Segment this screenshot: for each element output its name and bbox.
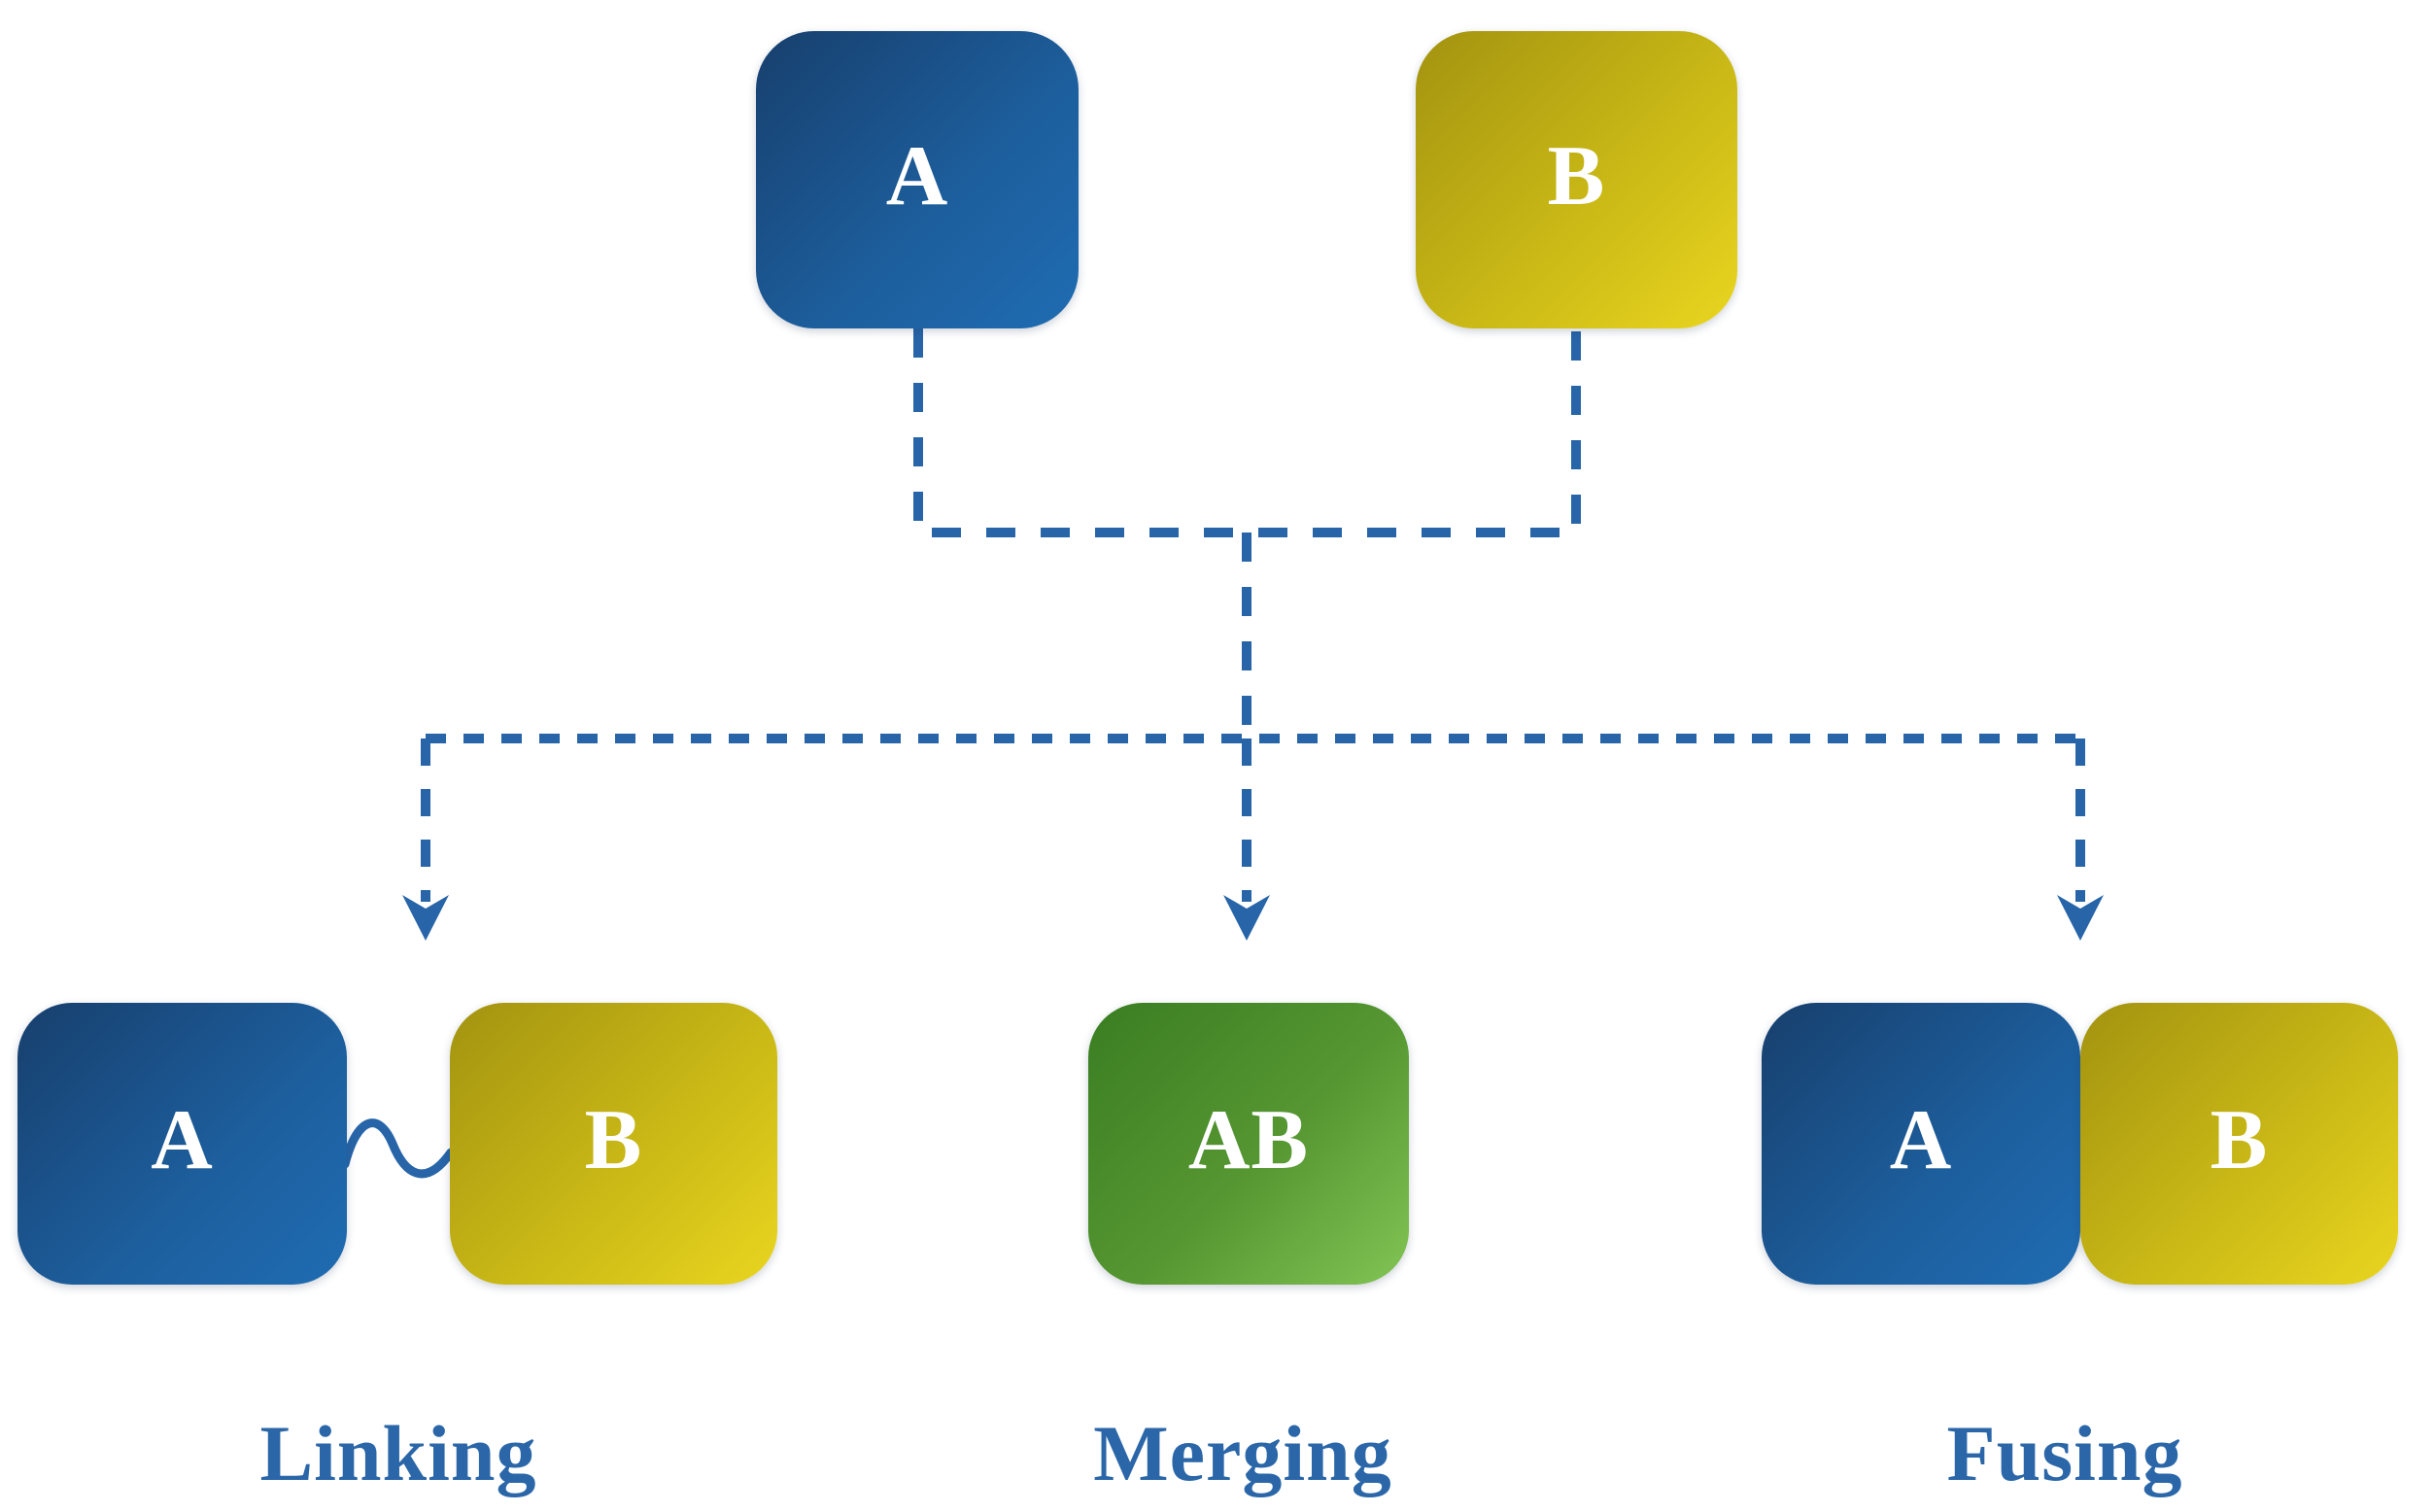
merging-label: Merging <box>1093 1409 1392 1497</box>
arrow-down-icon <box>402 895 449 941</box>
fusing-node-a: A <box>1762 1003 2080 1285</box>
fusing-node-a-letter: A <box>1889 1092 1953 1187</box>
linking-label: Linking <box>259 1409 537 1497</box>
connector-top-junction <box>913 328 1581 537</box>
fusing-node-b: B <box>2080 1003 2398 1285</box>
wavy-link-icon <box>340 1118 456 1179</box>
node-b-source: B <box>1416 31 1737 328</box>
linking-node-b: B <box>450 1003 777 1285</box>
merging-node-ab: AB <box>1088 1003 1409 1285</box>
arrow-down-icon <box>1223 895 1270 941</box>
node-b-letter: B <box>1547 128 1606 223</box>
fusing-node-b-letter: B <box>2210 1092 2269 1187</box>
linking-node-a-letter: A <box>151 1092 214 1187</box>
linking-node-b-letter: B <box>584 1092 643 1187</box>
merging-node-ab-letter: AB <box>1187 1092 1310 1187</box>
node-a-source: A <box>756 31 1079 328</box>
fusing-label: Fusing <box>1946 1409 2183 1497</box>
arrow-down-icon <box>2057 895 2104 941</box>
node-a-letter: A <box>885 128 949 223</box>
linking-node-a: A <box>17 1003 347 1285</box>
